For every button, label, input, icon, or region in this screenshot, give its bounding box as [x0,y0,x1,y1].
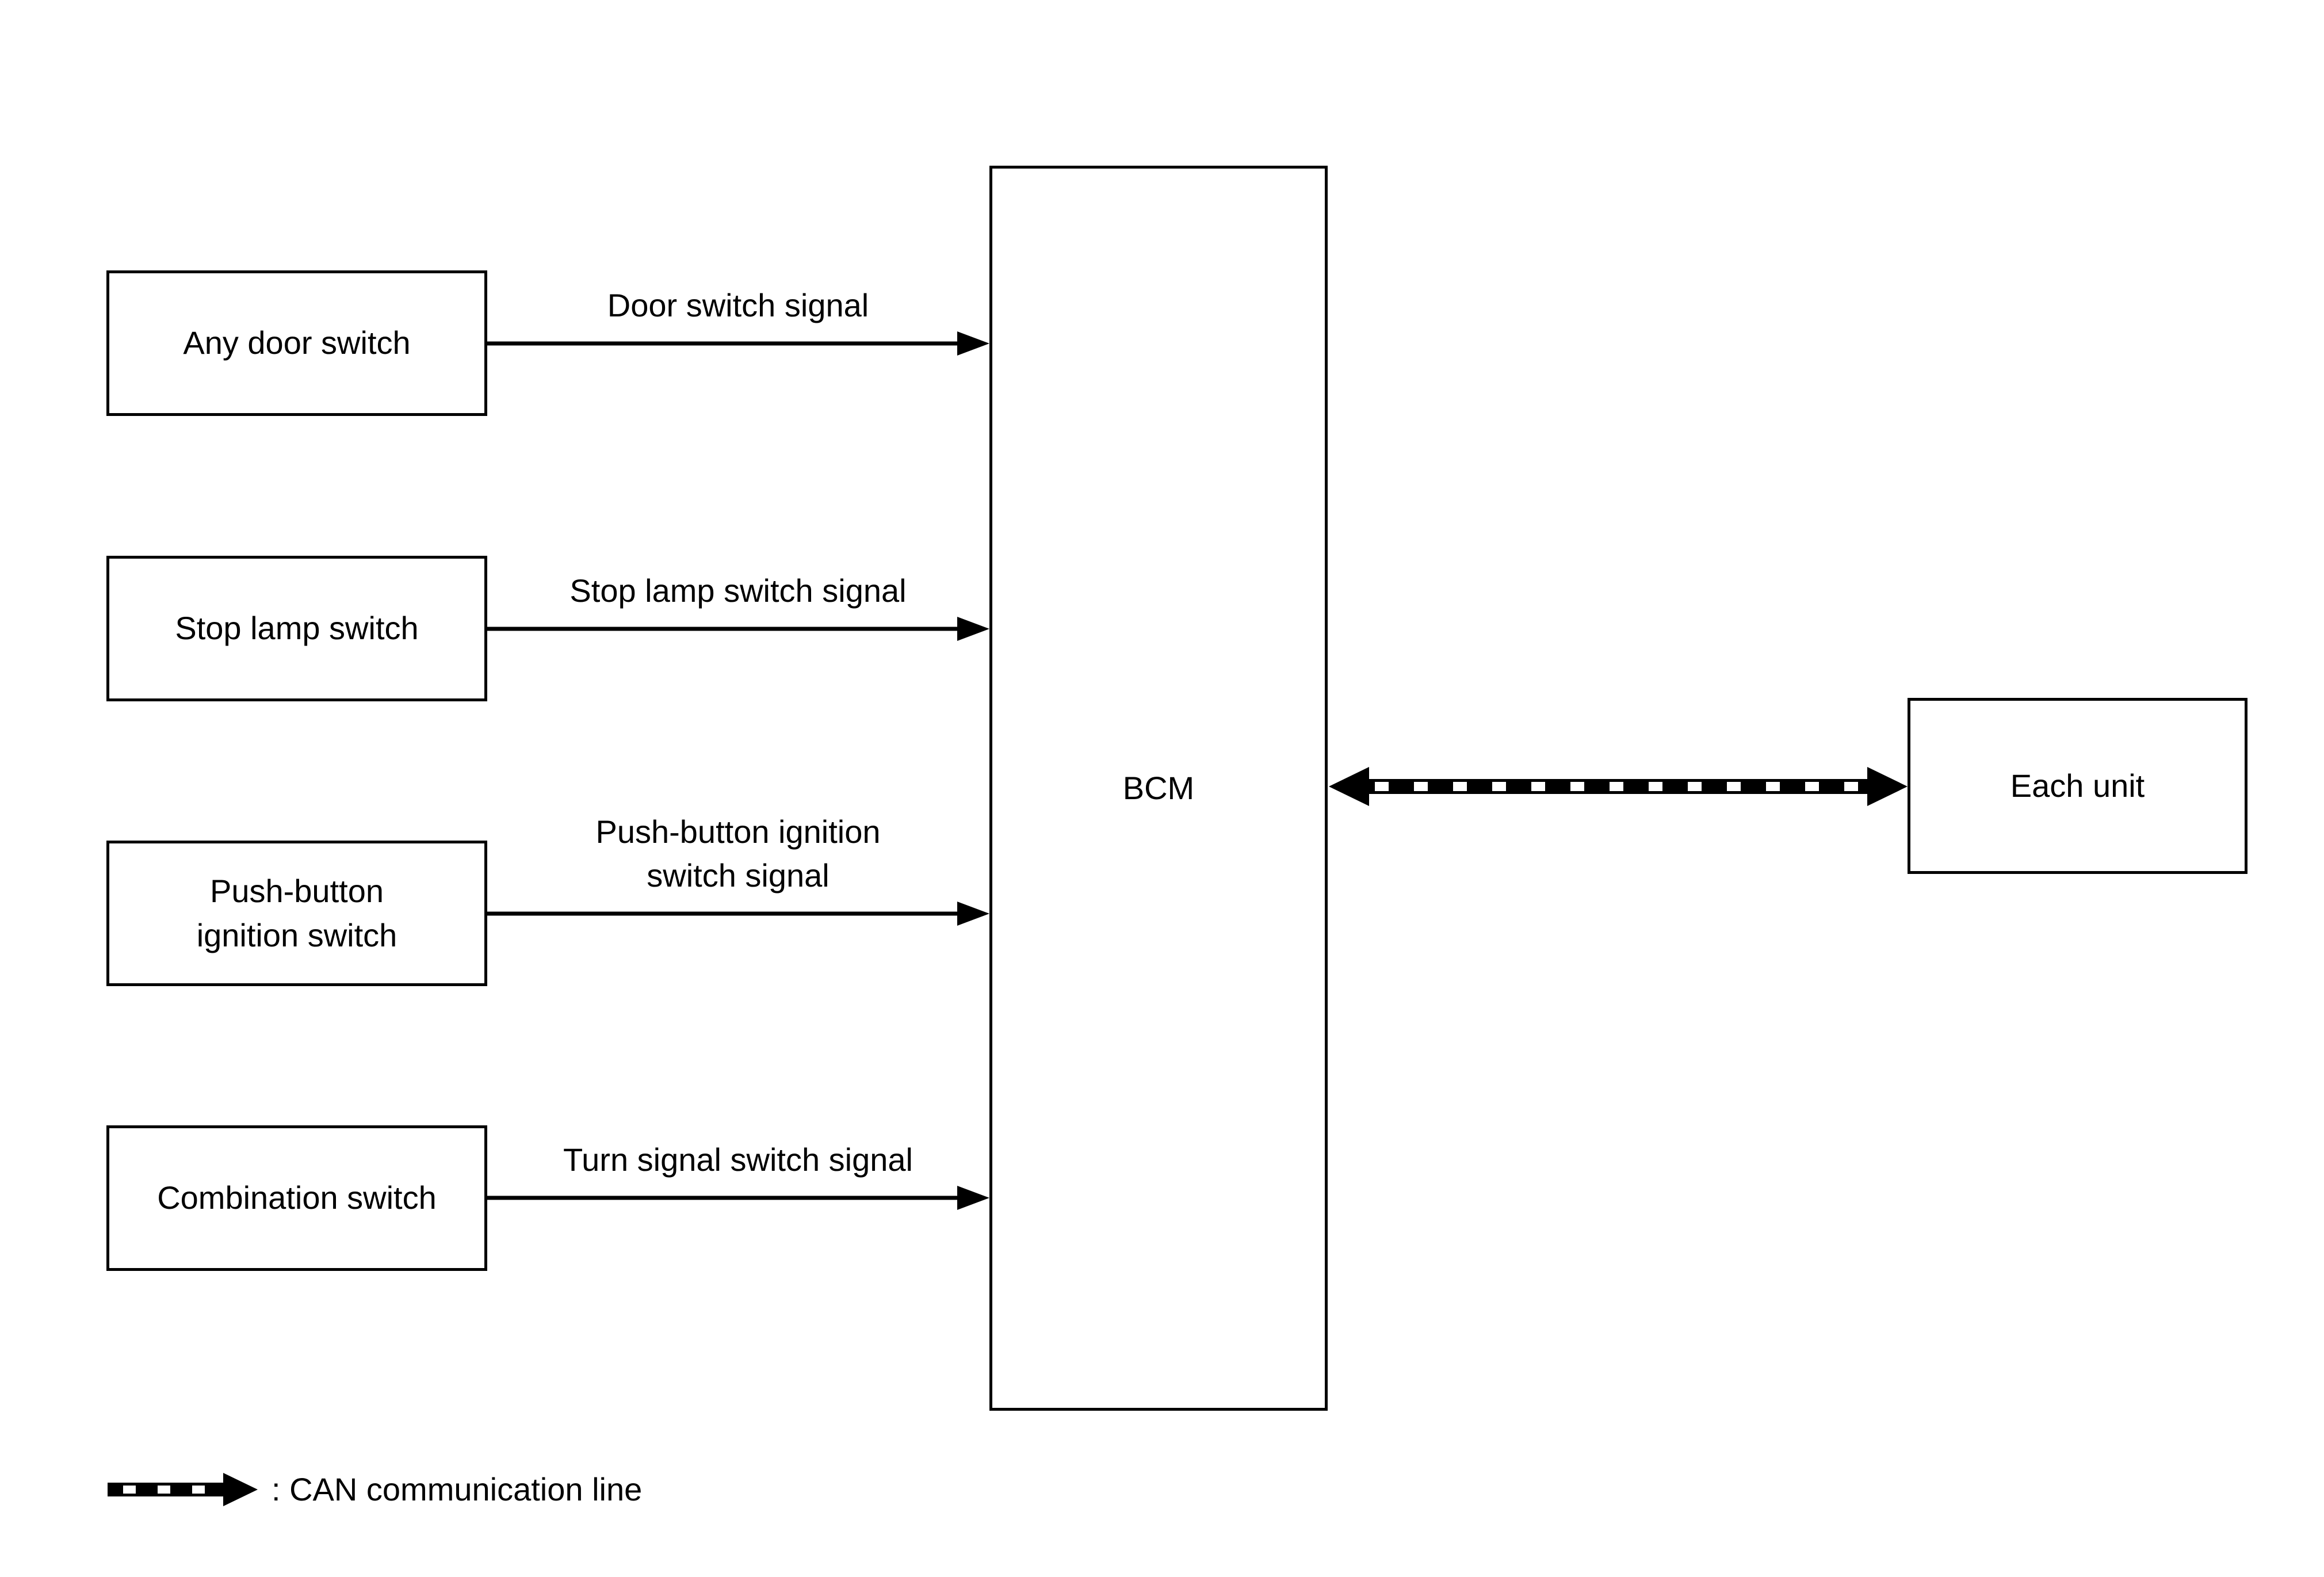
legend-can-communication-label: : CAN communication line [272,1471,643,1507]
any-door-switch-box: Any door switch [106,270,487,416]
legend-arrowhead [223,1473,258,1506]
bcm-box: BCM [989,166,1328,1411]
push-button-ignition-switch-signal-arrow [487,902,989,926]
stop-lamp-switch-signal-label: Stop lamp switch signal [569,572,907,609]
push-button-ignition-switch-signal-label: Push-button ignition switch signal [595,813,881,893]
stop-lamp-switch-signal-arrow [487,617,989,641]
can-line-right-arrowhead [1867,767,1908,806]
door-switch-signal-label: Door switch signal [607,287,869,323]
turn-signal-switch-signal-arrow [487,1186,989,1210]
legend-can-arrow [108,1473,258,1506]
any-door-switch-label: Any door switch [183,324,411,361]
each-unit-label: Each unit [2010,767,2145,804]
combination-switch-box: Combination switch [106,1125,487,1271]
stop-lamp-switch-label: Stop lamp switch [175,610,419,647]
stop-lamp-switch-box: Stop lamp switch [106,556,487,701]
can-line-left-arrowhead [1329,767,1369,806]
door-switch-signal-arrow [487,331,989,356]
each-unit-box: Each unit [1908,698,2247,874]
bcm-label: BCM [1122,769,1195,806]
combination-switch-label: Combination switch [157,1179,437,1216]
turn-signal-switch-signal-label: Turn signal switch signal [563,1141,913,1178]
push-button-ignition-switch-box: Push-button ignition switch [106,841,487,986]
can-communication-line [1329,767,1908,806]
push-button-ignition-switch-label: Push-button ignition switch [196,873,397,953]
